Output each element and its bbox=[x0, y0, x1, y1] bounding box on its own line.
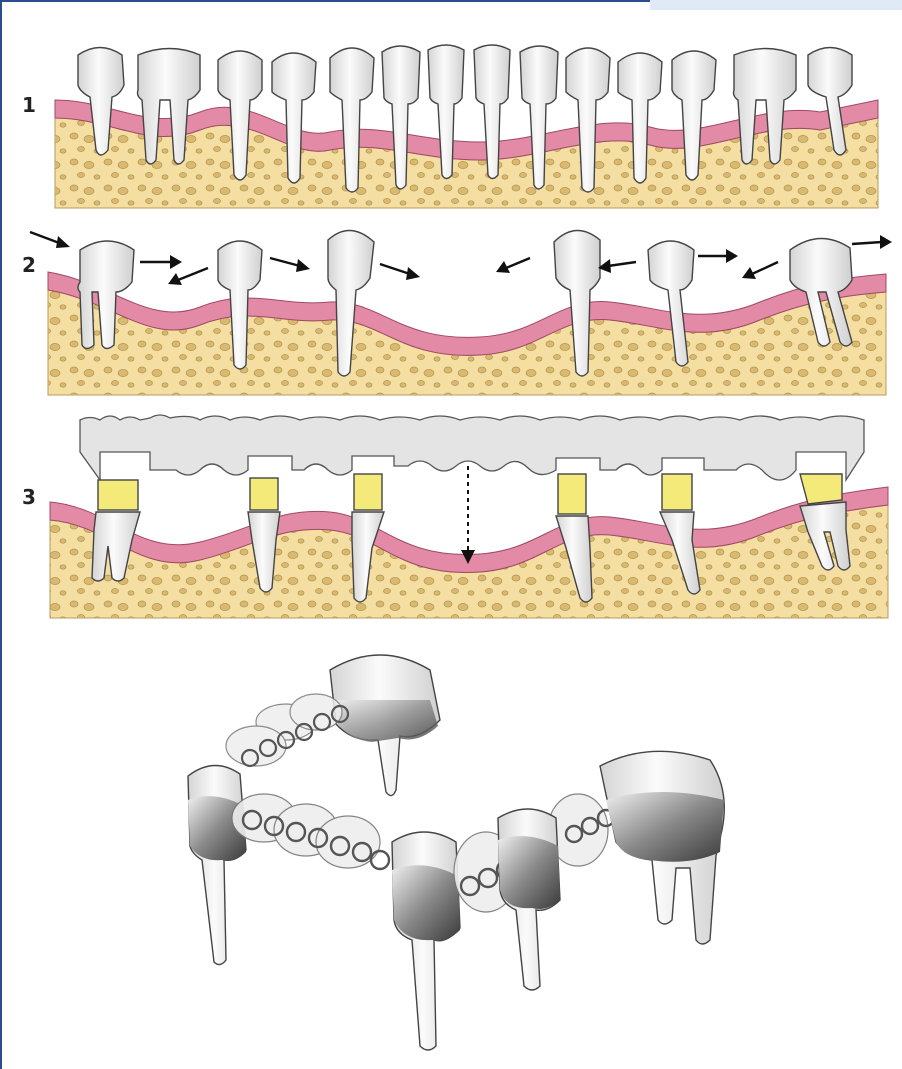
splint-right-row bbox=[454, 751, 724, 990]
panel-2-arrows bbox=[30, 232, 892, 285]
splint-left-canine bbox=[188, 765, 246, 964]
panel-1-label: 1 bbox=[22, 93, 36, 117]
splint-back-row bbox=[226, 655, 440, 796]
arrow-icon bbox=[140, 255, 182, 269]
bridge-framework bbox=[80, 415, 864, 480]
arrow-icon bbox=[270, 258, 310, 272]
arrow-icon bbox=[698, 249, 738, 263]
arrow-icon bbox=[380, 264, 420, 280]
arrow-icon bbox=[598, 259, 636, 273]
arrow-icon bbox=[852, 235, 892, 249]
arrow-icon bbox=[742, 262, 778, 279]
arrow-icon bbox=[496, 258, 530, 273]
dotted-arrow-icon bbox=[461, 466, 475, 564]
bridge-icon bbox=[80, 415, 864, 480]
panel-3: 3 bbox=[22, 415, 888, 618]
arrow-icon bbox=[30, 232, 70, 248]
panel-3-label: 3 bbox=[22, 485, 36, 509]
splint-front-row bbox=[232, 794, 389, 869]
splint-center-canine bbox=[392, 832, 460, 1050]
arrow-icon bbox=[168, 268, 208, 285]
panel-2-label: 2 bbox=[22, 253, 36, 277]
splint-model-icon bbox=[188, 655, 724, 1050]
panel-1: 1 bbox=[22, 45, 878, 208]
panel-2: 2 bbox=[22, 230, 892, 395]
